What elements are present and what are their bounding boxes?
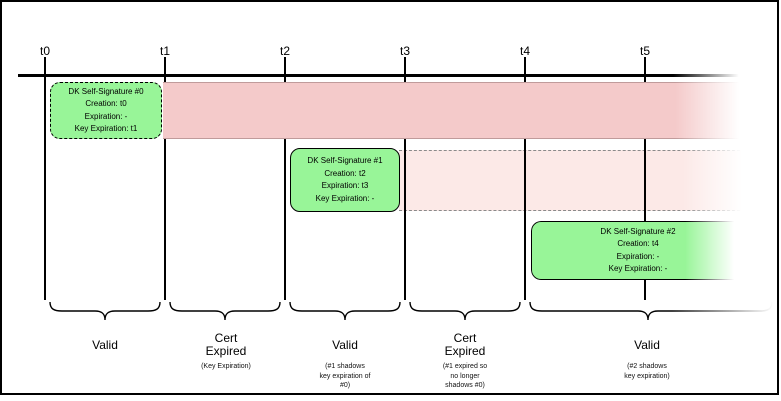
tick-label-t3: t3 [399, 44, 410, 58]
cert-expired-band-sig1 [399, 150, 745, 211]
tick-label-t2: t2 [279, 44, 290, 58]
period-1: Cert Expired (Key Expiration) [156, 331, 296, 372]
tick-label-t1: t1 [159, 44, 170, 58]
signature-box-1: DK Self-Signature #1 Creation: t2 Expira… [290, 148, 400, 212]
period-3-note: (#1 expired so no longer shadows #0) [442, 363, 488, 389]
signature-box-2: DK Self-Signature #2 Creation: t4 Expira… [531, 221, 745, 280]
tick-line-t1 [164, 57, 166, 300]
tick-label-t0: t0 [39, 44, 50, 58]
tick-line-t5 [644, 57, 646, 300]
tick-line-t4 [524, 57, 526, 300]
brace-period-1 [169, 301, 281, 321]
brace-period-4 [529, 301, 773, 321]
brace-period-2 [289, 301, 401, 321]
signature-box-0: DK Self-Signature #0 Creation: t0 Expira… [50, 82, 162, 139]
tick-line-t3 [404, 57, 406, 300]
period-2-note: (#1 shadows key expiration of #0) [319, 363, 371, 389]
brace-period-3 [409, 301, 521, 321]
key-expired-band-sig0 [163, 82, 745, 139]
tick-label-t5: t5 [639, 44, 650, 58]
period-4: Valid (#2 shadows key expiration) [577, 331, 717, 381]
tick-label-t4: t4 [519, 44, 530, 58]
period-3-label: Cert Expired [444, 331, 486, 358]
period-0-label: Valid [92, 337, 118, 352]
period-1-label: Cert Expired [205, 331, 247, 358]
period-0: Valid [35, 331, 175, 362]
period-3: Cert Expired (#1 expired so no longer sh… [395, 331, 535, 391]
period-2-label: Valid [332, 337, 358, 352]
tick-line-t0 [44, 57, 46, 300]
period-2: Valid (#1 shadows key expiration of #0) [275, 331, 415, 391]
period-1-note: (Key Expiration) [201, 363, 251, 370]
brace-period-0 [49, 301, 161, 321]
period-4-note: (#2 shadows key expiration) [624, 363, 670, 380]
period-4-label: Valid [634, 337, 660, 352]
timeline-axis [18, 74, 746, 77]
tick-line-t2 [284, 57, 286, 300]
